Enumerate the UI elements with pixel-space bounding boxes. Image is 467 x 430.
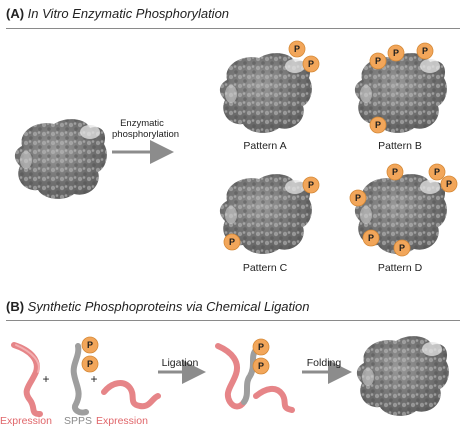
phosphate-label: P [294, 44, 300, 54]
phosphate-label: P [422, 46, 428, 56]
expression-label-1: Expression [0, 415, 52, 427]
phosphate-group: P [252, 338, 270, 356]
phosphate-group: P [81, 355, 99, 373]
unmodified-protein [14, 119, 107, 199]
section-b-title: (B) Synthetic Phosphoproteins via Chemic… [6, 299, 310, 314]
phosphate-group: P [428, 163, 446, 181]
enzymatic-label: Enzymatic phosphorylation [112, 118, 180, 140]
phosphate-label: P [87, 340, 93, 350]
phosphate-label: P [392, 167, 398, 177]
phosphate-group: P [288, 40, 306, 58]
phosphate-label: P [446, 179, 452, 189]
section-b-tag: (B) [6, 299, 25, 314]
expression-fragment-1 [11, 342, 43, 417]
phosphate-group: P [362, 229, 380, 247]
phosphate-label: P [229, 237, 235, 247]
pattern-d-label: Pattern D [377, 262, 423, 274]
folded-phosphoprotein [356, 336, 449, 416]
phosphate-group: P [369, 116, 387, 134]
phosphate-label: P [258, 342, 264, 352]
phosphate-label: P [368, 233, 374, 243]
folding-label: Folding [306, 357, 342, 369]
phosphate-group: P [349, 189, 367, 207]
ligated-chain [215, 343, 295, 413]
section-a-tag: (A) [6, 6, 25, 21]
section-a-divider [6, 28, 460, 29]
expression-label-2: Expression [96, 415, 148, 427]
phosphate-label: P [308, 59, 314, 69]
protein-pattern-b [354, 53, 447, 133]
ligation-label: Ligation [161, 357, 199, 369]
phosphate-group: P [252, 357, 270, 375]
phosphate-label: P [434, 167, 440, 177]
phosphate-group: P [387, 44, 405, 62]
phosphate-group: P [81, 336, 99, 354]
section-a-title: (A) In Vitro Enzymatic Phosphorylation [6, 6, 229, 21]
phosphate-group: P [302, 55, 320, 73]
phosphate-group: P [393, 239, 411, 257]
phosphate-label: P [399, 243, 405, 253]
expression-fragment-2 [101, 380, 161, 410]
phosphate-label: P [375, 120, 381, 130]
enzymatic-label-line-2: phosphorylation [112, 129, 180, 140]
phosphate-group: P [386, 163, 404, 181]
phosphate-group: P [369, 52, 387, 70]
pattern-c-label: Pattern C [242, 262, 288, 274]
phosphate-label: P [258, 361, 264, 371]
phosphate-label: P [375, 56, 381, 66]
section-b-divider [6, 320, 460, 321]
section-a-heading: In Vitro Enzymatic Phosphorylation [27, 6, 230, 21]
pattern-a-label: Pattern A [243, 140, 287, 152]
plus-sign-1: + [42, 372, 50, 386]
pattern-b-label: Pattern B [378, 140, 422, 152]
protein-pattern-a [219, 53, 312, 133]
enzymatic-label-line-1: Enzymatic [120, 118, 164, 129]
phosphate-group: P [302, 176, 320, 194]
phosphate-group: P [440, 175, 458, 193]
phosphate-group: P [416, 42, 434, 60]
spps-fragment [70, 343, 89, 416]
spps-label: SPPS [63, 415, 92, 427]
phosphate-label: P [355, 193, 361, 203]
section-b-heading: Synthetic Phosphoproteins via Chemical L… [27, 299, 310, 314]
phosphate-group: P [223, 233, 241, 251]
phosphate-label: P [308, 180, 314, 190]
phosphate-label: P [87, 359, 93, 369]
plus-sign-2: + [90, 372, 98, 386]
phosphate-label: P [393, 48, 399, 58]
